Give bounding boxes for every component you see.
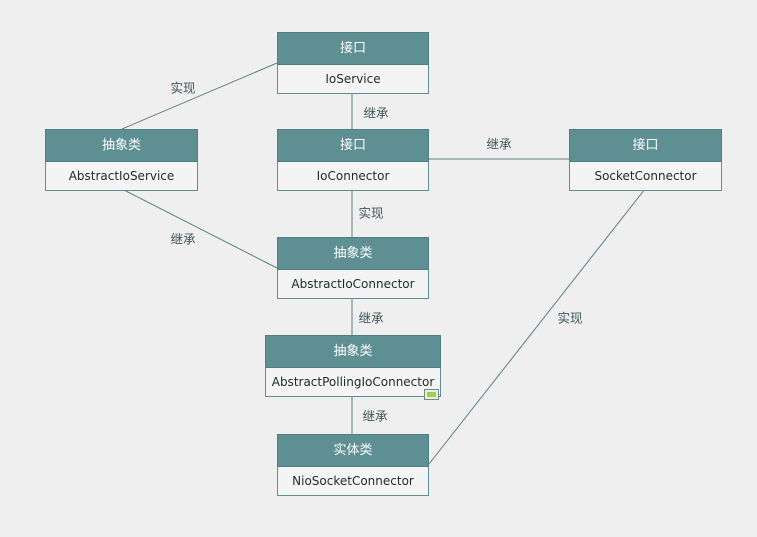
edge-label: 实现 [170, 80, 196, 96]
node-stereotype: 接口 [277, 129, 429, 162]
edge-label: 继承 [363, 105, 389, 121]
node-ioconnector[interactable]: 接口 IoConnector [277, 129, 429, 191]
node-abstractioconnector[interactable]: 抽象类 AbstractIoConnector [277, 237, 429, 299]
node-socketconnector[interactable]: 接口 SocketConnector [569, 129, 722, 191]
node-name: AbstractPollingIoConnector [265, 368, 441, 397]
edge-label: 实现 [557, 310, 583, 326]
node-name: AbstractIoConnector [277, 270, 429, 299]
node-ioservice[interactable]: 接口 IoService [277, 32, 429, 94]
edge-socketconnector-niosocket [428, 188, 646, 465]
edge-label: 实现 [358, 205, 384, 221]
node-name: IoService [277, 65, 429, 94]
edge-label: 继承 [358, 310, 384, 326]
edge-label: 继承 [486, 136, 512, 152]
edge-abstractioservice-abstractioconnector [121, 188, 278, 269]
node-abstractioservice[interactable]: 抽象类 AbstractIoService [45, 129, 198, 191]
edge-abstractioservice-ioservice [121, 62, 278, 130]
node-name: IoConnector [277, 162, 429, 191]
edge-label: 继承 [362, 408, 388, 424]
node-stereotype: 抽象类 [265, 335, 441, 368]
node-stereotype: 实体类 [277, 434, 429, 467]
node-stereotype: 接口 [569, 129, 722, 162]
node-name: NioSocketConnector [277, 467, 429, 496]
node-niosocketconnector[interactable]: 实体类 NioSocketConnector [277, 434, 429, 496]
note-icon[interactable] [424, 389, 439, 400]
node-name: SocketConnector [569, 162, 722, 191]
node-abstractpollingioconnector[interactable]: 抽象类 AbstractPollingIoConnector [265, 335, 441, 397]
node-name: AbstractIoService [45, 162, 198, 191]
node-stereotype: 接口 [277, 32, 429, 65]
edge-label: 继承 [170, 231, 196, 247]
node-stereotype: 抽象类 [45, 129, 198, 162]
node-stereotype: 抽象类 [277, 237, 429, 270]
